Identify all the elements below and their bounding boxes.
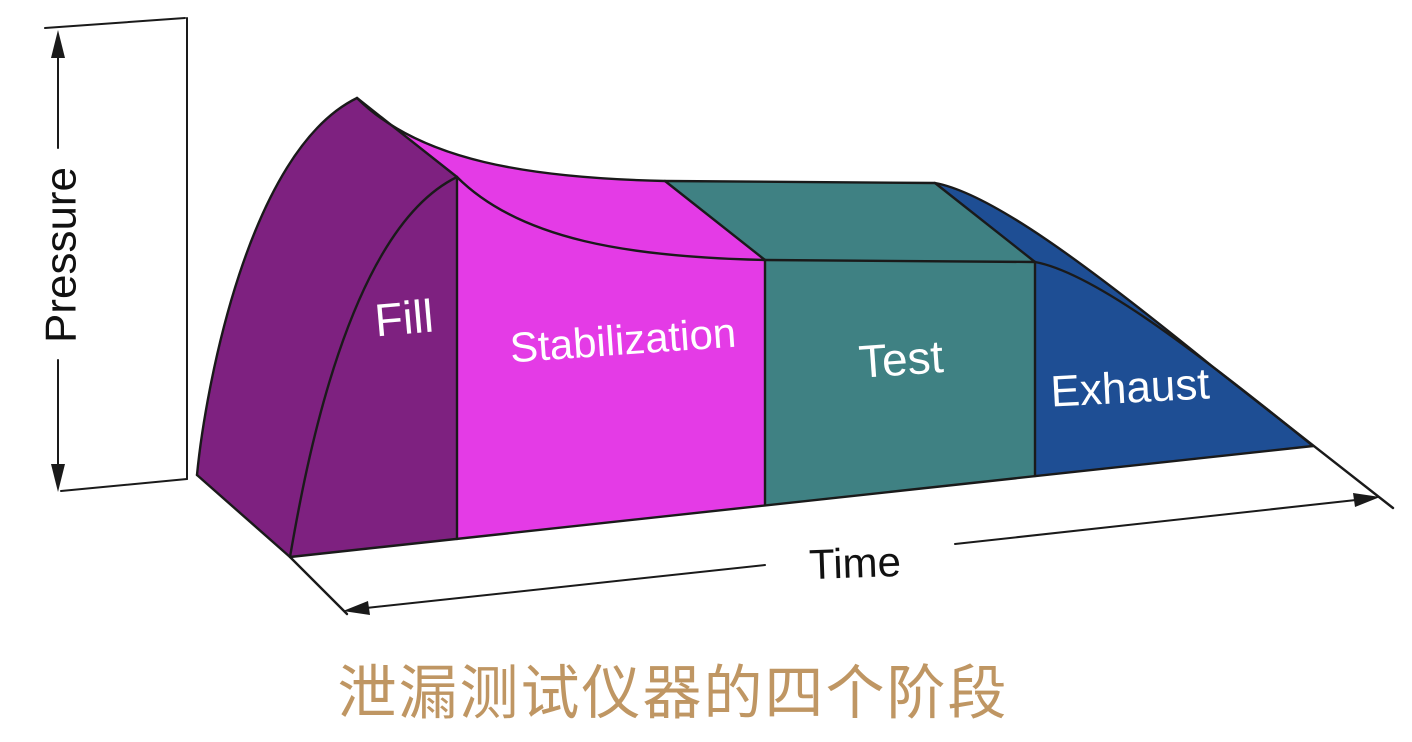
pressure-arrow-down-icon [51, 464, 65, 492]
axis-arrowheads [51, 30, 1380, 615]
back-profile-curve [195, 96, 1395, 510]
time-dimension-line-left [365, 564, 766, 609]
top-surface-ribbons [197, 98, 1313, 557]
time-arrow-right-icon [1353, 493, 1380, 507]
stabilization-test-top-boundary [663, 179, 767, 262]
pressure-axis-label: Pressure [37, 167, 86, 343]
test-phase-front-face [765, 260, 1035, 505]
exhaust-phase-front-face [1035, 262, 1313, 476]
front-baseline-edge [288, 444, 1315, 559]
time-axis-label: Time [808, 538, 901, 588]
fill-phase-label: Fill [372, 290, 435, 347]
stabilization-phase-front-face [457, 177, 765, 539]
figure-caption: 泄漏测试仪器的四个阶段 [337, 659, 1008, 728]
left-depth-base-edge [195, 473, 292, 559]
test-exhaust-top-boundary [933, 181, 1037, 264]
surface-outlines [195, 96, 1395, 616]
front-face-panels [290, 177, 1313, 557]
fill-stabilization-top-boundary [355, 96, 459, 179]
axis-frame [44, 17, 1357, 609]
wall-top-extension-line [44, 17, 186, 29]
left-extension-line [288, 555, 349, 616]
exhaust-phase-top-surface [935, 183, 1313, 446]
test-phase-label: Test [857, 330, 945, 388]
exhaust-phase-label: Exhaust [1049, 359, 1210, 416]
time-arrow-left-icon [343, 601, 370, 615]
test-phase-top-surface [665, 181, 1035, 262]
stabilization-phase-top-surface [357, 98, 765, 260]
time-dimension-line-right [954, 499, 1357, 545]
wall-bottom-extension-line [60, 478, 188, 492]
fill-phase-front-face [290, 177, 457, 557]
fill-phase-top-surface [197, 98, 457, 557]
front-profile-curve [288, 175, 1315, 559]
pressure-arrow-up-icon [51, 30, 65, 58]
